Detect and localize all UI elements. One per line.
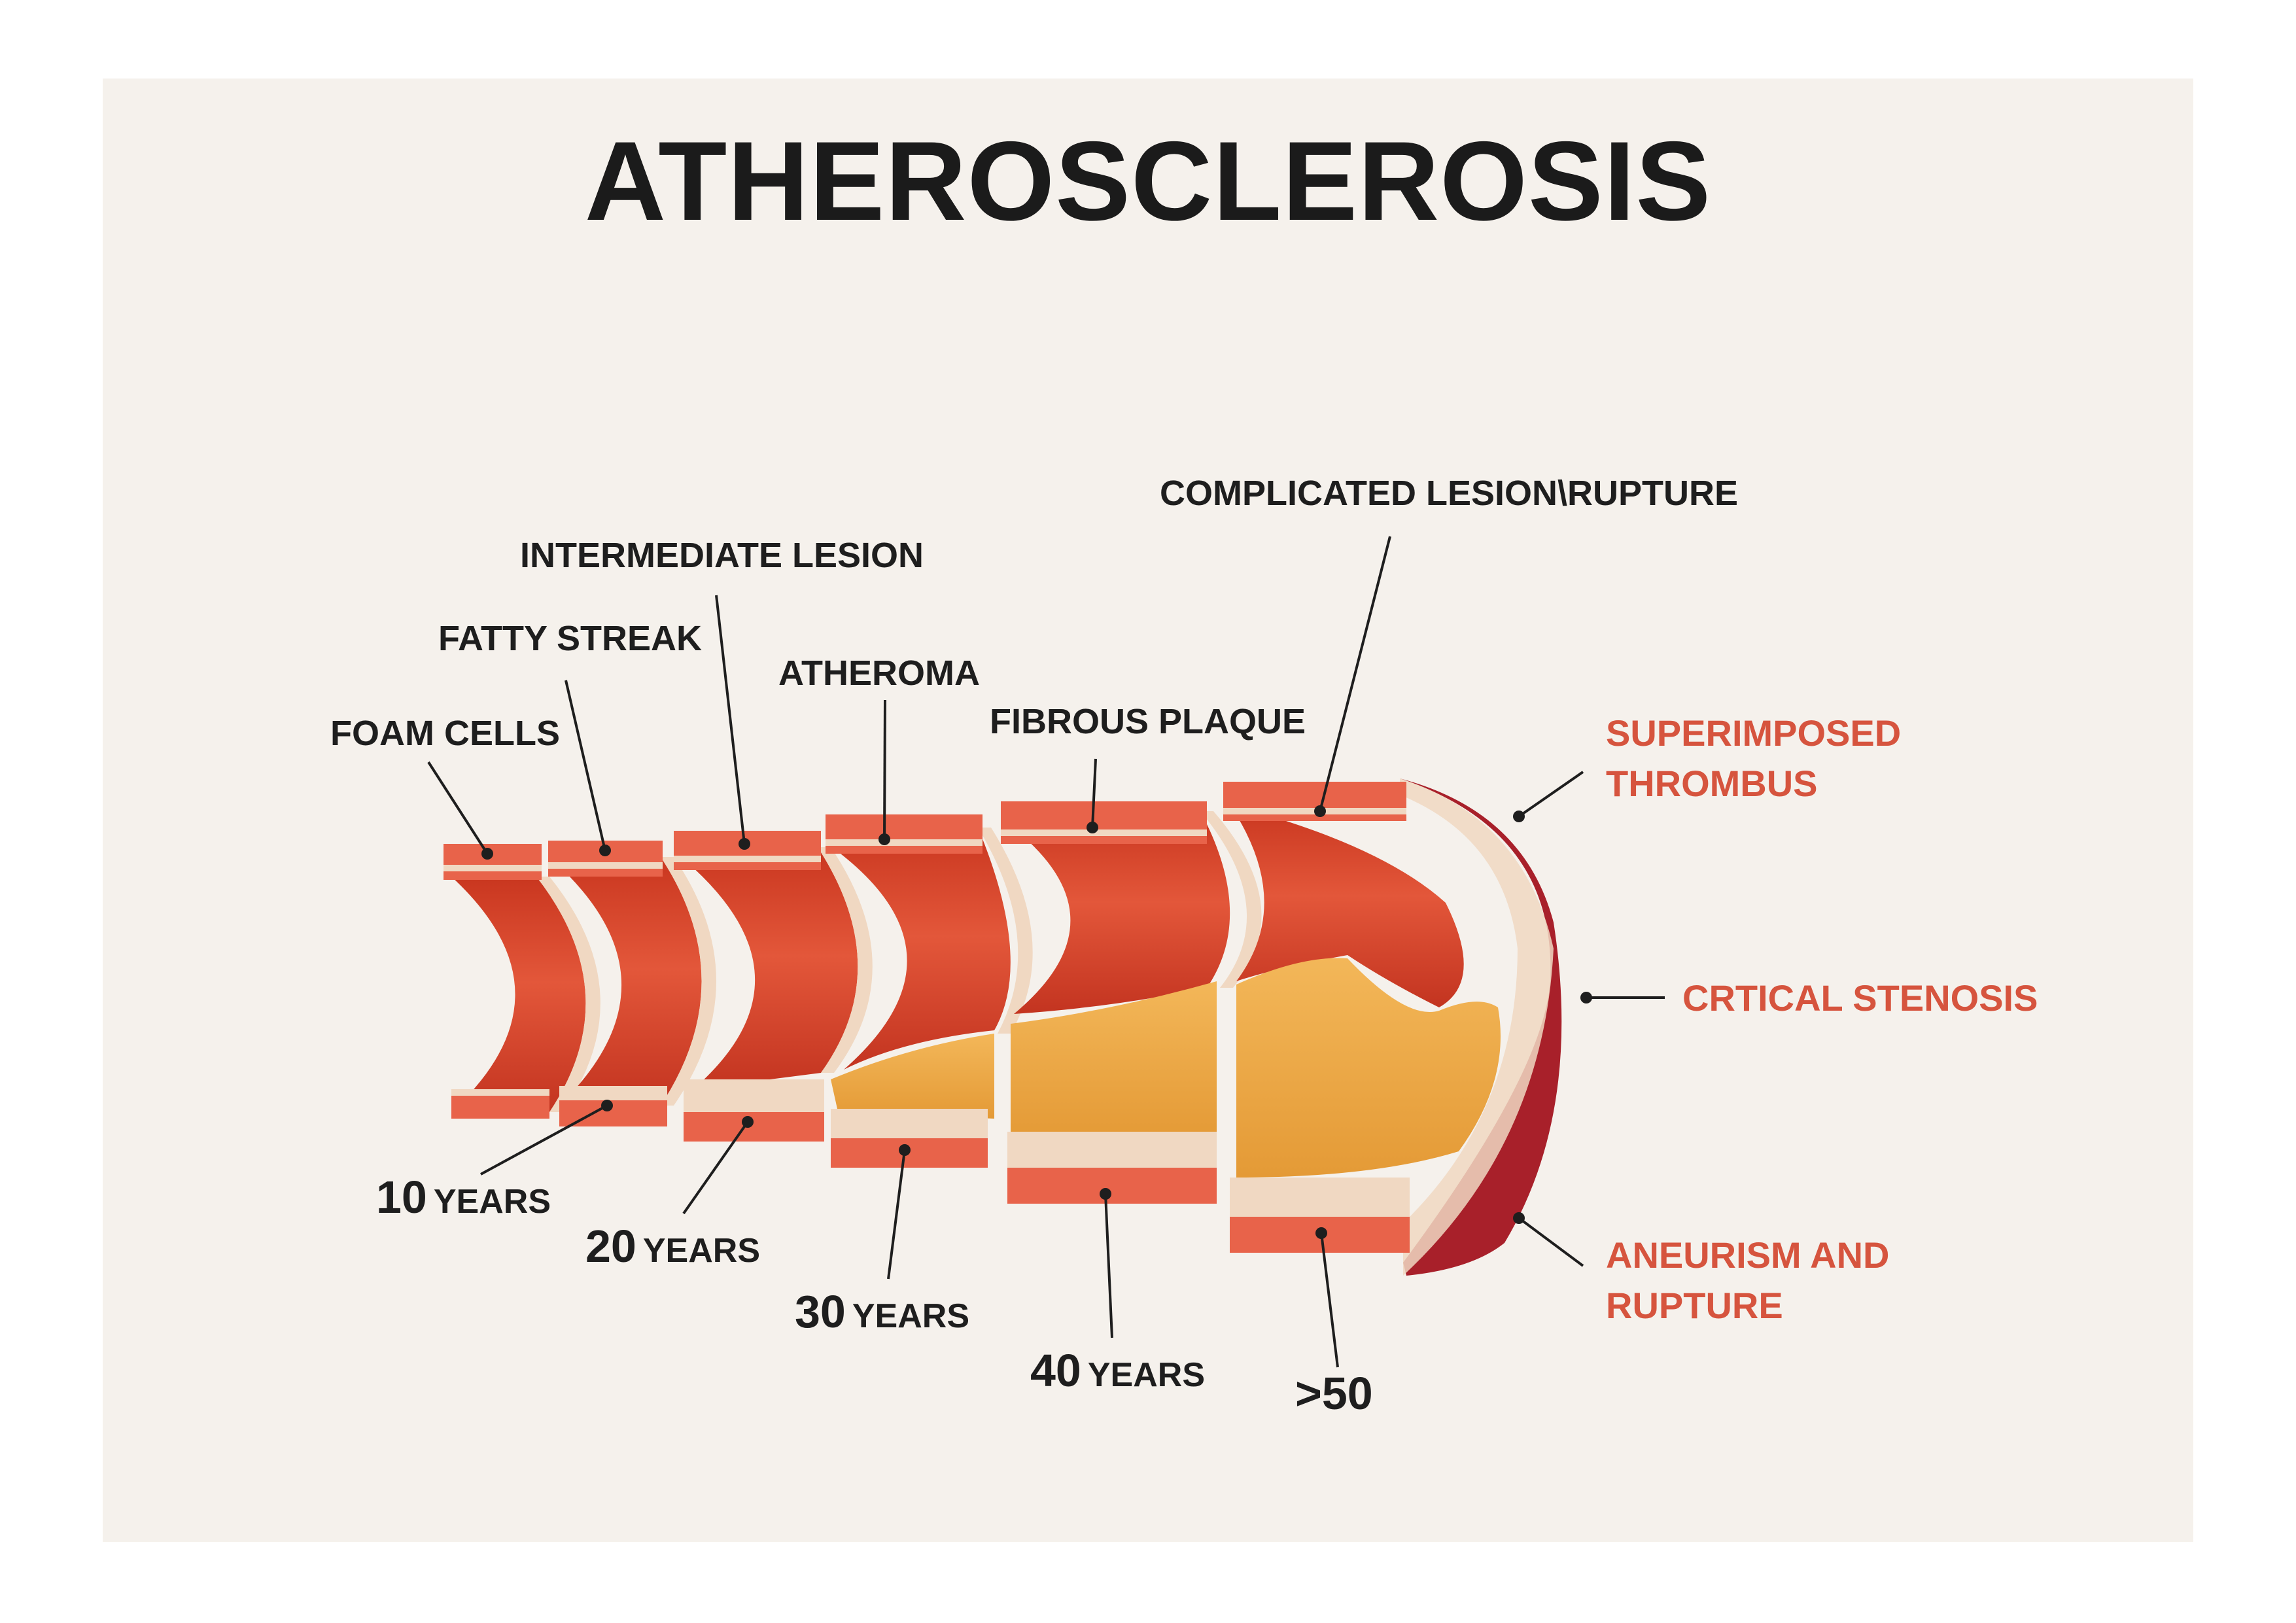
label-superimposed-thrombus: SUPERIMPOSED THROMBUS	[1606, 712, 1902, 804]
label-intermediate-lesion: INTERMEDIATE LESION	[520, 536, 924, 575]
label-complicated-lesion: COMPLICATED LESION\RUPTURE	[1160, 474, 1739, 513]
label-critical-stenosis: CRTICAL STENOSIS	[1682, 977, 2038, 1019]
label-foam-cells: FOAM CELLS	[330, 714, 560, 753]
label-atheroma: ATHEROMA	[778, 654, 980, 693]
label-fibrous-plaque: FIBROUS PLAQUE	[990, 702, 1306, 741]
artery-segment-3	[674, 831, 873, 1142]
artery-segment-2	[548, 841, 716, 1126]
artery-segment-6	[1223, 778, 1562, 1276]
artery-segment-4	[826, 814, 1033, 1168]
artery-segment-1	[444, 844, 600, 1119]
label-fatty-streak: FATTY STREAK	[438, 619, 703, 658]
right-leader-dots	[1513, 811, 1592, 1224]
bottom-leader-dots	[601, 1100, 1327, 1239]
bottom-leader-lines	[480, 1104, 1339, 1368]
right-leader-lines	[1518, 771, 1665, 1267]
page-title: ATHEROSCLEROSIS	[584, 118, 1712, 244]
age-label-50: >50	[1295, 1368, 1373, 1419]
artery-segment-5	[1001, 801, 1262, 1204]
top-leader-lines	[427, 536, 1391, 855]
top-leader-dots	[481, 805, 1326, 860]
label-aneurism-rupture: ANEURISM AND RUPTURE	[1606, 1234, 1890, 1326]
